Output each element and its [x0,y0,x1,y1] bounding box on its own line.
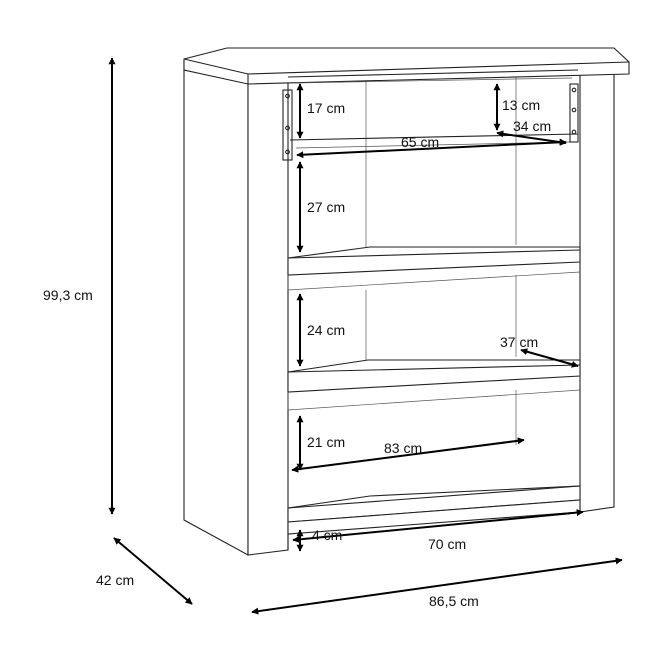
drawer-front-top [287,69,579,78]
drawer-runner-left [282,89,293,161]
left-side-panel [183,61,249,556]
front-right-stile [579,71,615,513]
width-total-arrow [251,557,623,615]
plinth-width-arrow [292,509,584,543]
label-drawer-width: 65 cm [401,134,439,150]
label-width-total: 86,5 cm [429,593,479,609]
dimension-arrows [108,57,623,615]
shelf-1 [287,246,581,276]
shelf-2-under [287,389,581,411]
runner-screw [285,149,290,155]
runner-screw [571,107,577,113]
label-drawer-height: 17 cm [307,100,345,116]
shelf-2 [287,359,581,393]
drawer-runner-right [569,83,579,143]
shelf-1-under [287,271,581,291]
top-panel-front-edge [247,61,630,75]
top-panel-edge [183,58,249,75]
label-plinth-height: 4 cm [312,527,342,543]
inner-width-arrow [291,437,525,473]
runner-screw [285,125,290,131]
label-depth: 42 cm [96,572,134,588]
front-left-stile [247,73,289,556]
label-compartment-3-height: 21 cm [307,434,345,450]
label-plinth-width: 70 cm [428,536,466,552]
shelf-depth-arrow [520,348,579,368]
label-height-total: 99,3 cm [43,287,93,303]
dimension-labels: 99,3 cm 42 cm 86,5 cm 17 cm 13 cm 34 cm … [43,97,551,609]
label-compartment-2-height: 24 cm [307,322,345,338]
label-shelf-depth: 37 cm [500,334,538,350]
drawer-inner-top [293,77,573,84]
label-compartment-1-height: 27 cm [307,199,345,215]
bottom-shelf-front [287,485,581,509]
depth-arrow [113,537,193,605]
label-drawer-inner-depth: 34 cm [513,118,551,134]
top-panel [183,47,630,85]
shelf-1-front [287,249,581,259]
label-inner-width: 83 cm [384,440,422,456]
runner-screw [285,93,290,99]
label-drawer-inner-height: 13 cm [502,97,540,113]
cabinet-drawing [183,47,630,556]
drawer-width-arrow [296,138,567,159]
runner-screw [571,129,577,135]
runner-screw [571,87,577,93]
